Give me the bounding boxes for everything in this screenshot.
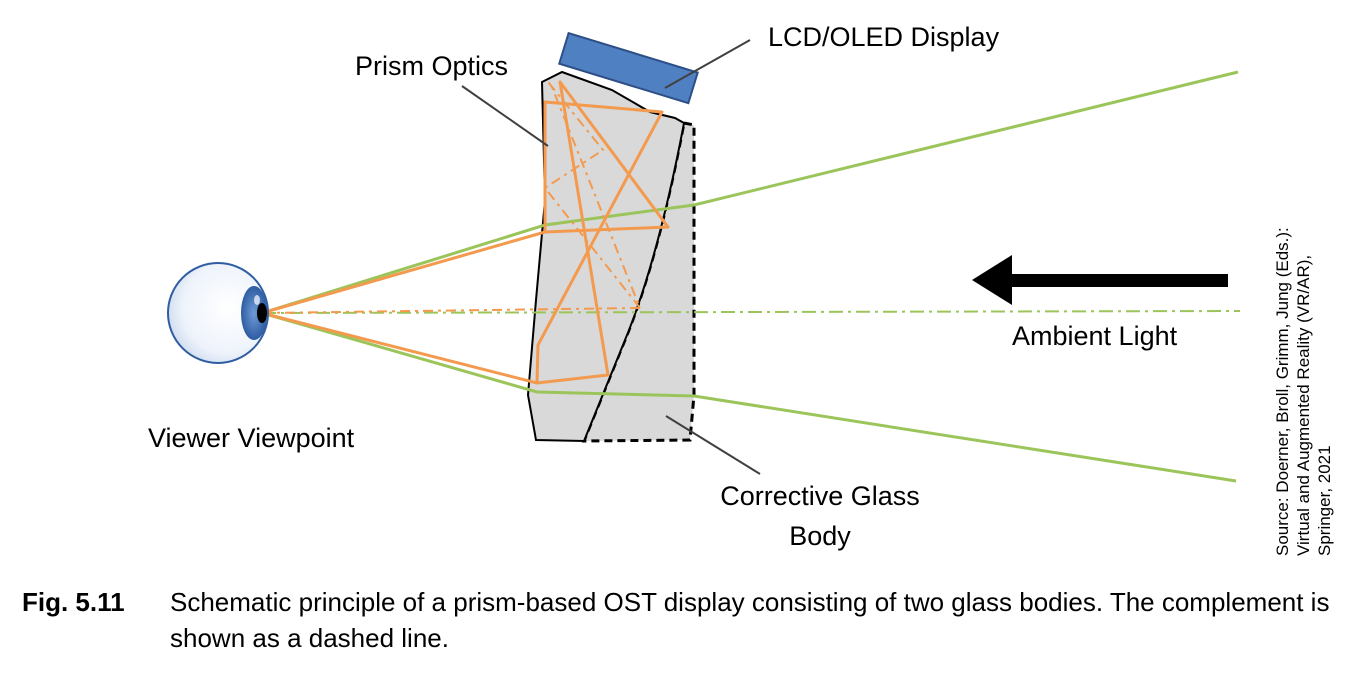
- leader-line-corrective-glass: [665, 415, 761, 475]
- display-ray-lower: [535, 100, 664, 384]
- source-note: Source: Doerner, Broll, Grimm, Jung (Eds…: [1273, 227, 1334, 556]
- figure-number: Fig. 5.11: [22, 587, 125, 617]
- display-ray-side-dashed: [543, 81, 641, 309]
- corrective-glass-label: Corrective Glass Body: [700, 480, 940, 552]
- ambient-light-label: Ambient Light: [1012, 321, 1178, 351]
- prism-optics-body: [526, 70, 686, 443]
- figure-caption-text: Schematic principle of a prism-based OST…: [170, 587, 1330, 653]
- corrective-glass-label-line1: Corrective Glass: [720, 481, 920, 511]
- corrective-glass-label-line2: Body: [789, 521, 851, 551]
- prism-optics-label: Prism Optics: [355, 51, 509, 81]
- ambient-light-arrow-icon: [972, 255, 1228, 305]
- lcd-oled-display: [558, 31, 699, 105]
- viewer-viewpoint-label: Viewer Viewpoint: [148, 423, 355, 453]
- ambient-ray-upper: [261, 70, 1239, 315]
- eye-icon: [167, 262, 269, 364]
- leader-line-prism-optics: [461, 85, 549, 147]
- leader-line-lcd-display: [664, 39, 751, 89]
- ambient-ray-lower: [261, 311, 1237, 483]
- ambient-ray-center: [261, 310, 1241, 314]
- lcd-display-label: LCD/OLED Display: [768, 22, 1000, 52]
